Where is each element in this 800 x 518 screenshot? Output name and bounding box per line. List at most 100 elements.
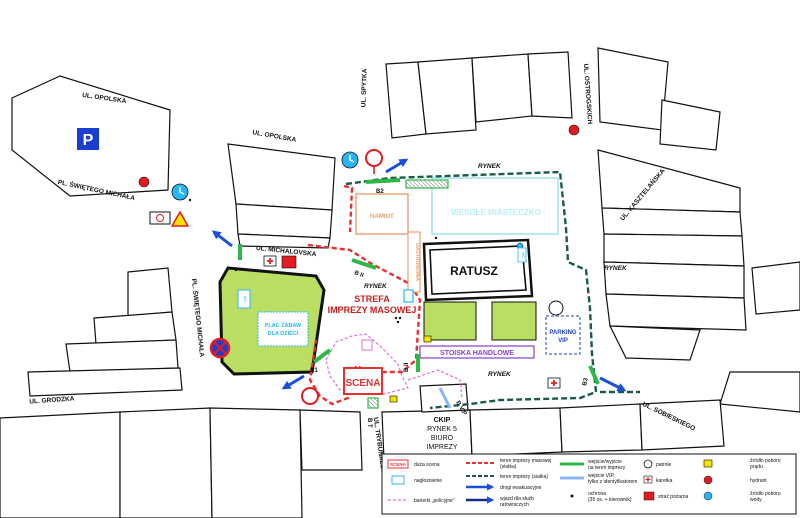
building-bottom-7: [559, 403, 643, 453]
vip-parking-label-2: VIP: [558, 338, 568, 344]
ambulance-cross: [551, 380, 557, 386]
legend-mass-zone-1: teren imprezy masowej: [500, 458, 551, 464]
ckip-label-3: BIURO: [431, 435, 454, 442]
legend-gate-2: na teren imprezy: [588, 465, 626, 471]
evac-arrow-b1: [281, 374, 305, 390]
legend-patrol-symbol: [643, 459, 653, 469]
mass-event-label-2: IMPREZY MASOWEJ: [328, 305, 417, 315]
no-parking-slash-2: [213, 341, 227, 355]
building-block-b: [235, 203, 333, 239]
building-bottom-6: [469, 407, 563, 457]
legend-ambulance-cross: [645, 477, 651, 482]
playground-label-1: PLAC ZABAW: [265, 323, 302, 329]
power-source-icon: [389, 395, 398, 403]
legend-water-1: źródło poboru: [750, 491, 781, 497]
clock-hands: [179, 187, 185, 195]
fun-fair-area: [431, 177, 559, 235]
legend-fence: teren imprezy (siatka): [500, 474, 548, 480]
legend-power-symbol: [703, 459, 713, 468]
legend-vip-1: wejście VIP,: [588, 473, 615, 479]
ratusz-label: RATUSZ: [450, 264, 498, 278]
rynek-label-1: RYNEK: [478, 163, 502, 170]
wc-small-label: WC: [521, 252, 525, 258]
ratusz-inner: [429, 245, 527, 295]
building-ratusz: [422, 238, 534, 302]
clock-hands: [349, 155, 355, 163]
tent-area: [355, 193, 409, 235]
legend-stage-box-label: SCENA: [390, 462, 407, 467]
legend-fire-symbol: [643, 491, 655, 501]
mass-event-zone-top: [343, 184, 354, 233]
stage: [343, 367, 383, 395]
street-grodzka: UL. GRODZKA: [29, 395, 75, 405]
security-icon: [188, 198, 438, 324]
legend-power-2: prądu: [750, 464, 763, 470]
entry-hatched: [405, 179, 449, 189]
green-patch-2: [491, 301, 537, 341]
building-far-right-1: [719, 371, 800, 413]
market-stalls-label: STOISKA HANDLOWE: [440, 350, 514, 357]
legend-patrol: patrole: [656, 462, 672, 468]
building-top-4: [527, 51, 573, 119]
warning-icon: [170, 210, 190, 227]
building-far-right-2: [751, 261, 800, 315]
legend-security-symbol: [570, 494, 574, 498]
gate-b2-label: B2: [376, 189, 384, 195]
legend-ambulance: karetka: [656, 478, 673, 484]
evac-arrow-top: [385, 158, 409, 174]
sound-booth: [361, 339, 373, 351]
gate-rynek: [351, 258, 377, 270]
legend-water-symbol: [703, 491, 713, 501]
street-plac-michala-2: PL. ŚWIĘTEGO MICHAŁA: [190, 278, 207, 358]
stage-barrier: [325, 333, 409, 395]
gate-b1-label: B1: [310, 368, 318, 374]
traffic-circle-icon: [365, 149, 383, 167]
playground-box: [257, 311, 309, 347]
barrier-sign-dot: [156, 214, 164, 222]
building-block-a: [227, 143, 336, 211]
building-top-right-2: [659, 99, 721, 151]
buildings: [0, 47, 800, 518]
hydrant-icon: [568, 124, 580, 136]
legend-barrier: barierki „policyjne”: [414, 498, 455, 504]
gate-b2: [365, 178, 401, 184]
gate-scena-label: B II: [404, 362, 410, 372]
stage-label: SCENA: [345, 378, 380, 389]
legend-hydrant: hydrant: [750, 478, 767, 484]
building-bottom-8: [639, 399, 725, 451]
vip-gate: [438, 387, 452, 409]
evac-arrow-michalovska: [211, 230, 233, 248]
ckip-label-4: IMPREZY: [426, 444, 457, 451]
ckip-label-1: CKIP: [434, 417, 451, 424]
rynek-label-4: RYNEK: [604, 265, 628, 272]
gate-b3-label: B3: [582, 377, 590, 387]
fun-fair-label: WESOŁE MIASTECZKO: [451, 208, 541, 217]
gates: [238, 178, 600, 385]
legend-sound: nagłośnienie: [414, 478, 442, 484]
vip-parking: [545, 315, 581, 355]
legend-emergency-1: wjazd dla służb: [500, 496, 534, 502]
stage-barrier-2: [407, 369, 463, 399]
building-left-2: [93, 311, 177, 345]
legend-mass-zone-2: (siatka): [500, 464, 517, 470]
legend-emergency-2: ratowniczych: [500, 502, 529, 508]
power-source-icon: [423, 335, 432, 343]
building-left-3: [65, 339, 179, 373]
legend-stage-symbol: [387, 459, 409, 469]
building-right-3: [603, 233, 745, 267]
evacuation-arrows: [211, 158, 627, 392]
legend-power-1: źródło poboru: [750, 458, 781, 464]
fire-brigade-icon: [281, 255, 297, 269]
traffic-circle-icon: [301, 387, 319, 405]
street-opolska-2: UL. OPOLSKA: [252, 129, 297, 144]
patrol-icon: [548, 300, 564, 316]
legend-vip-2: tylko z identyfikatorem: [588, 479, 637, 485]
hydrant-icon: [138, 176, 150, 188]
legend-hydrant-symbol: [703, 475, 713, 485]
gate-b3: [588, 365, 600, 385]
building-bottom-1: [0, 411, 121, 518]
mass-event-zone-boundary: [307, 243, 422, 406]
parking-sign-label: P: [83, 132, 94, 149]
building-right-5: [605, 293, 747, 331]
